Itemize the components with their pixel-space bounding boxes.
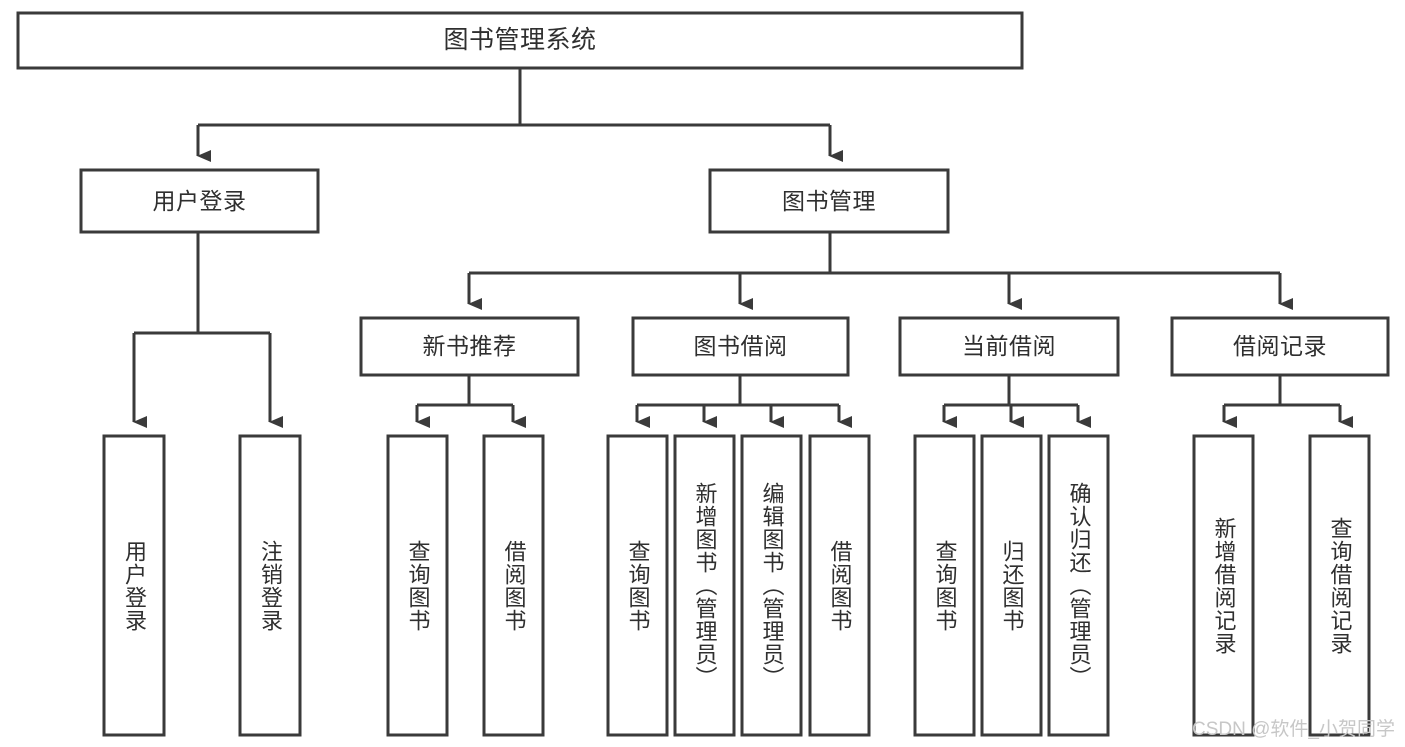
node-box-book-manage <box>708 168 950 234</box>
edges-bookborrow-to-leaves <box>635 375 852 428</box>
node-new-book-rec[interactable] <box>361 318 578 375</box>
node-leaf-query-record[interactable] <box>1310 436 1369 735</box>
edges-userlogin-to-leaves <box>132 232 283 428</box>
node-box-leaf-query-book-2 <box>606 434 669 737</box>
node-box-root <box>16 11 1024 70</box>
node-leaf-logout-login[interactable] <box>240 436 300 735</box>
node-box-leaf-add-book <box>673 434 736 737</box>
node-leaf-return-book[interactable] <box>982 436 1041 735</box>
node-box-leaf-confirm-return <box>1047 434 1110 737</box>
node-box-new-book-rec <box>359 316 580 377</box>
edges-currentborrow-to-leaves <box>942 375 1091 428</box>
node-box-leaf-logout-login <box>238 434 302 737</box>
node-box-current-borrow <box>898 316 1120 377</box>
node-user-login[interactable] <box>81 170 318 232</box>
edges-borrowrecord-to-leaves <box>1222 375 1353 428</box>
node-box-leaf-query-book-1 <box>386 434 449 737</box>
node-leaf-confirm-return[interactable] <box>1049 436 1108 735</box>
node-leaf-edit-book[interactable] <box>742 436 801 735</box>
node-leaf-add-record[interactable] <box>1194 436 1253 735</box>
node-box-leaf-return-book <box>980 434 1043 737</box>
node-leaf-add-book[interactable] <box>675 436 734 735</box>
node-box-leaf-query-book-3 <box>913 434 976 737</box>
edges-newbookrec-to-leaves <box>415 375 526 428</box>
edges-root-to-level2 <box>196 68 843 162</box>
node-box-leaf-borrow-book-1 <box>482 434 545 737</box>
node-box-borrow-record <box>1170 316 1390 377</box>
node-leaf-query-book-2[interactable] <box>608 436 667 735</box>
node-book-manage[interactable] <box>710 170 948 232</box>
node-box-leaf-query-record <box>1308 434 1371 737</box>
node-leaf-query-book-3[interactable] <box>915 436 974 735</box>
node-leaf-borrow-book-2[interactable] <box>810 436 869 735</box>
node-box-leaf-user-login <box>102 434 166 737</box>
node-book-borrow[interactable] <box>633 318 848 375</box>
node-box-leaf-add-record <box>1192 434 1255 737</box>
node-box-leaf-borrow-book-2 <box>808 434 871 737</box>
node-current-borrow[interactable] <box>900 318 1118 375</box>
node-leaf-user-login[interactable] <box>104 436 164 735</box>
node-leaf-query-book-1[interactable] <box>388 436 447 735</box>
node-box-user-login <box>79 168 320 234</box>
node-box-book-borrow <box>631 316 850 377</box>
node-leaf-borrow-book-1[interactable] <box>484 436 543 735</box>
node-root[interactable] <box>18 13 1022 68</box>
edges-bookmanage-to-level3 <box>467 232 1293 310</box>
node-box-leaf-edit-book <box>740 434 803 737</box>
node-borrow-record[interactable] <box>1172 318 1388 375</box>
